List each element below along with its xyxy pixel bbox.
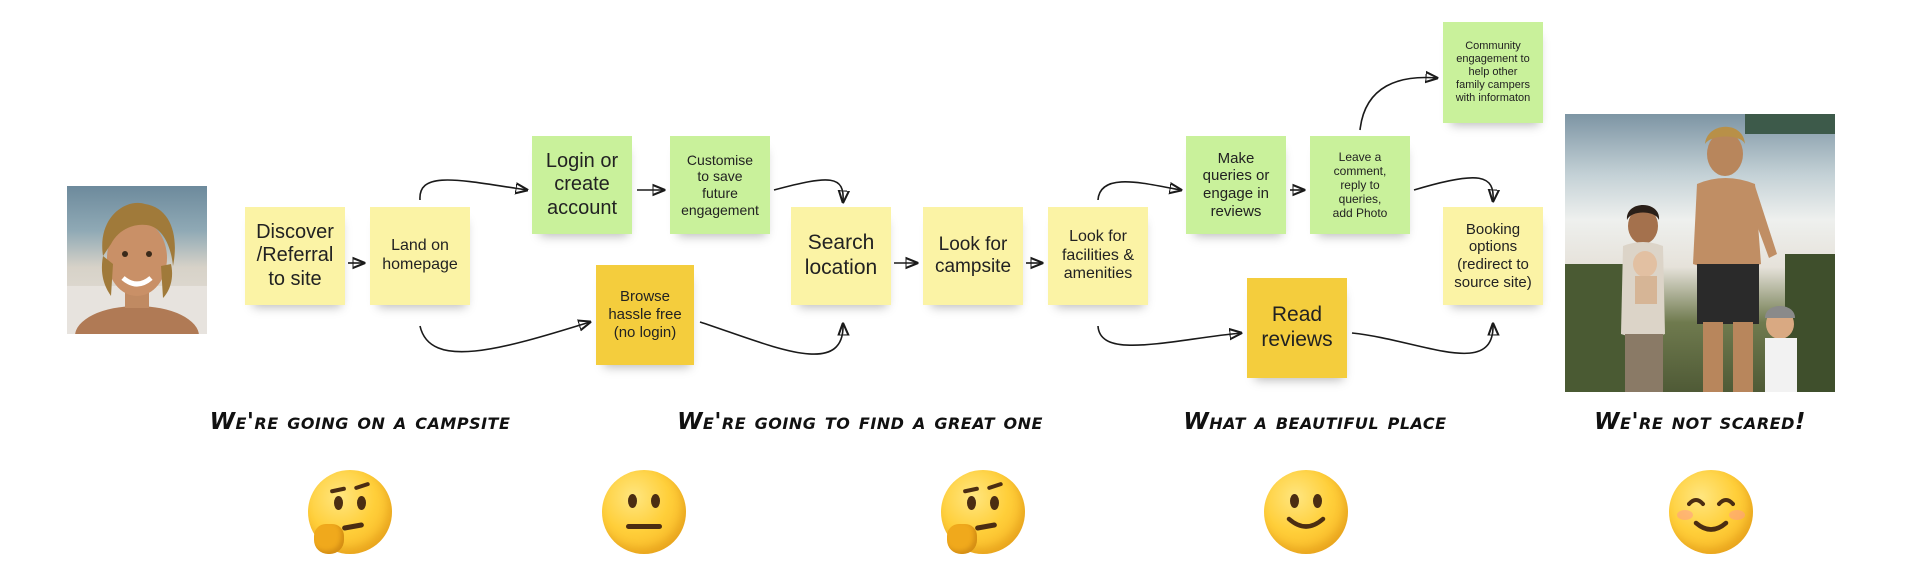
note-discover-referral: Discover /Referral to site [245,207,345,305]
note-facilities-amenities: Look for facilities & amenities [1048,207,1148,305]
note-customise-engagement: Customise to save future engagement [670,136,770,234]
family-illustration [1565,114,1835,392]
arrow-comment-to-booking [1413,177,1493,201]
slightly-smiling-face-icon [1264,470,1348,554]
note-land-on-homepage: Land on homepage [370,207,470,305]
note-make-queries: Make queries or engage in reviews [1186,136,1286,234]
caption-stage-3: What a beautiful place [1183,409,1447,435]
arrow-reviews-to-booking [1351,324,1493,355]
note-look-for-campsite: Look for campsite [923,207,1023,305]
caption-stage-1: We're going on a campsite [209,409,511,435]
note-read-reviews: Read reviews [1247,278,1347,378]
arrow-facilities-to-reviews [1097,325,1241,347]
note-search-location: Search location [791,207,891,305]
arrow-land-to-browse [419,322,590,353]
family-photo [1565,114,1835,392]
caption-stage-2: We're going to find a great one [677,409,1043,435]
note-booking-options: Booking options (redirect to source site… [1443,207,1543,305]
arrow-browse-to-search [699,321,843,355]
neutral-face-icon [602,470,686,554]
note-leave-comment: Leave a comment, reply to queries, add P… [1310,136,1410,234]
portrait-illustration [67,202,207,334]
thinking-face-icon [308,470,392,554]
caption-stage-4: We're not scared! [1594,409,1806,435]
thinking-face-icon [941,470,1025,554]
arrow-facilities-to-queries [1097,181,1181,201]
note-login-create-account: Login or create account [532,136,632,234]
persona-portrait-photo [67,186,207,334]
arrow-land-to-login [419,179,527,201]
arrow-customise-to-search [773,179,843,202]
arrow-comment-to-community [1359,78,1437,131]
smiling-face-icon [1669,470,1753,554]
note-browse-hassle-free: Browse hassle free (no login) [596,265,694,365]
note-community-engagement: Community engagement to help other famil… [1443,22,1543,123]
